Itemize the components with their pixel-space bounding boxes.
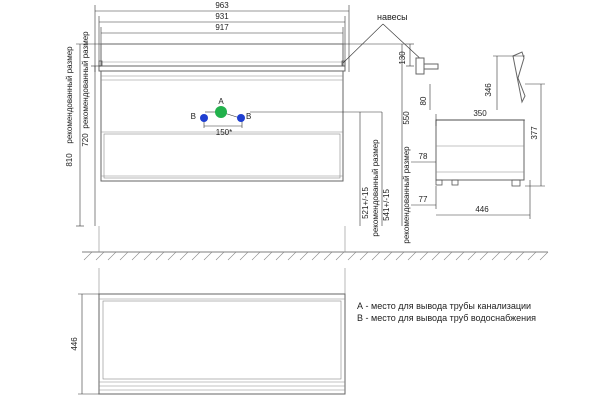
floor-offset-521: 521+/-15 (361, 187, 370, 219)
vanity-cabinet-front (98, 43, 346, 182)
width-931-label: 931 (215, 12, 229, 21)
width-917-label: 917 (215, 23, 229, 32)
label-b-left: B (191, 112, 196, 121)
dim-78: 78 (419, 152, 428, 161)
dim-350: 350 (473, 109, 487, 118)
width-963-label: 963 (215, 1, 229, 10)
label-b-right: B (246, 112, 251, 121)
height-720-label: 720 (81, 133, 90, 147)
supply-point-b-left (200, 114, 208, 122)
floor-hatching (83, 251, 549, 261)
floor-line (82, 226, 549, 261)
dim-77: 77 (419, 195, 428, 204)
floor-offset-541: 541+/-15 (382, 189, 391, 221)
dim-446-side: 446 (475, 205, 489, 214)
height-810-label: 810 (65, 153, 74, 167)
left-height-dimensions: 810 рекомендованный размер 720 рекомендо… (65, 31, 101, 227)
front-view: 963 931 917 (65, 1, 425, 244)
drain-point-a (215, 106, 227, 118)
cabinet-top-outline (98, 293, 346, 395)
dim-80: 80 (419, 96, 428, 105)
recommended-size-note-2: рекомендованный размер (81, 31, 90, 129)
pipe-outlets: A B B 150* (191, 97, 382, 137)
recommended-size-note-3: рекомендованный размер (402, 146, 411, 244)
hinges-callout: навесы (342, 12, 425, 64)
dim-130: 130 (398, 51, 407, 65)
dim-346: 346 (484, 83, 493, 97)
width-dimensions: 963 931 917 (94, 1, 350, 72)
recommended-size-note-1: рекомендованный размер (65, 46, 74, 144)
side-view: 130 80 346 350 377 78 77 446 (398, 43, 545, 219)
dim-446-top: 446 (70, 337, 79, 351)
height-550-label: 550 (402, 111, 411, 125)
dim-377: 377 (530, 126, 539, 140)
wall-bracket (415, 57, 425, 75)
legend-drain: А - место для вывода трубы канализации (357, 301, 532, 311)
top-view: 446 (70, 268, 346, 395)
cabinet-side (435, 119, 525, 181)
legend-supply: В - место для вывода труб водоснабжения (357, 313, 537, 323)
angle-label: 150* (216, 128, 232, 137)
right-height-dimensions: 550 рекомендованный размер 521+/-15 реко… (343, 43, 411, 244)
hinges-label: навесы (377, 12, 408, 22)
recommended-size-note-4: рекомендованный размер (371, 139, 380, 237)
supply-point-b-right (237, 114, 245, 122)
label-a: A (218, 97, 224, 106)
basin-side-profile (512, 51, 526, 104)
